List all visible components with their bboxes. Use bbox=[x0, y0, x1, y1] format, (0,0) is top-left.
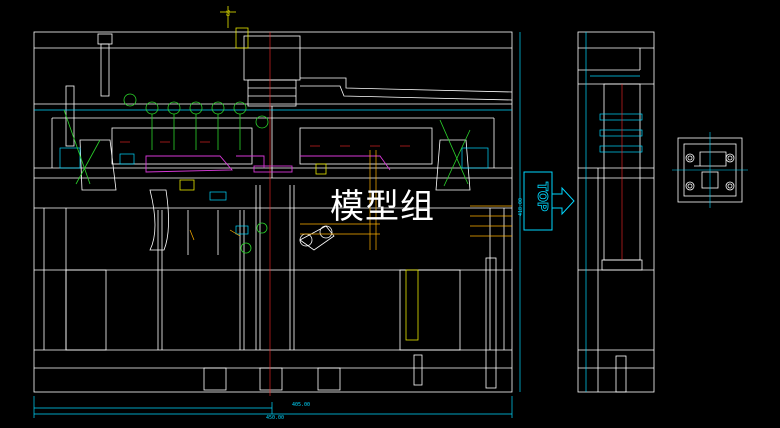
detail-view-cyan bbox=[672, 132, 748, 208]
side-view bbox=[577, 31, 655, 393]
top-marker: TOP bbox=[523, 171, 575, 231]
magenta-layer bbox=[145, 155, 391, 173]
dim-half-width: 405.00 bbox=[292, 402, 310, 408]
top-marker-label: TOP bbox=[534, 182, 549, 211]
side-view-cyan bbox=[585, 32, 643, 392]
dim-overall-width: 450.00 bbox=[266, 415, 284, 421]
front-view bbox=[33, 31, 513, 393]
watermark: 模型组 bbox=[330, 187, 435, 227]
top-arrow-icon bbox=[551, 186, 575, 216]
dim-top-offset: 65 bbox=[226, 10, 232, 16]
green-layer bbox=[63, 93, 471, 254]
red-layer bbox=[120, 32, 410, 396]
yellow-layer bbox=[179, 6, 419, 341]
cyan-layer bbox=[33, 32, 521, 418]
orange-layer bbox=[189, 150, 512, 250]
dim-overall-height: 418.00 bbox=[518, 198, 524, 216]
